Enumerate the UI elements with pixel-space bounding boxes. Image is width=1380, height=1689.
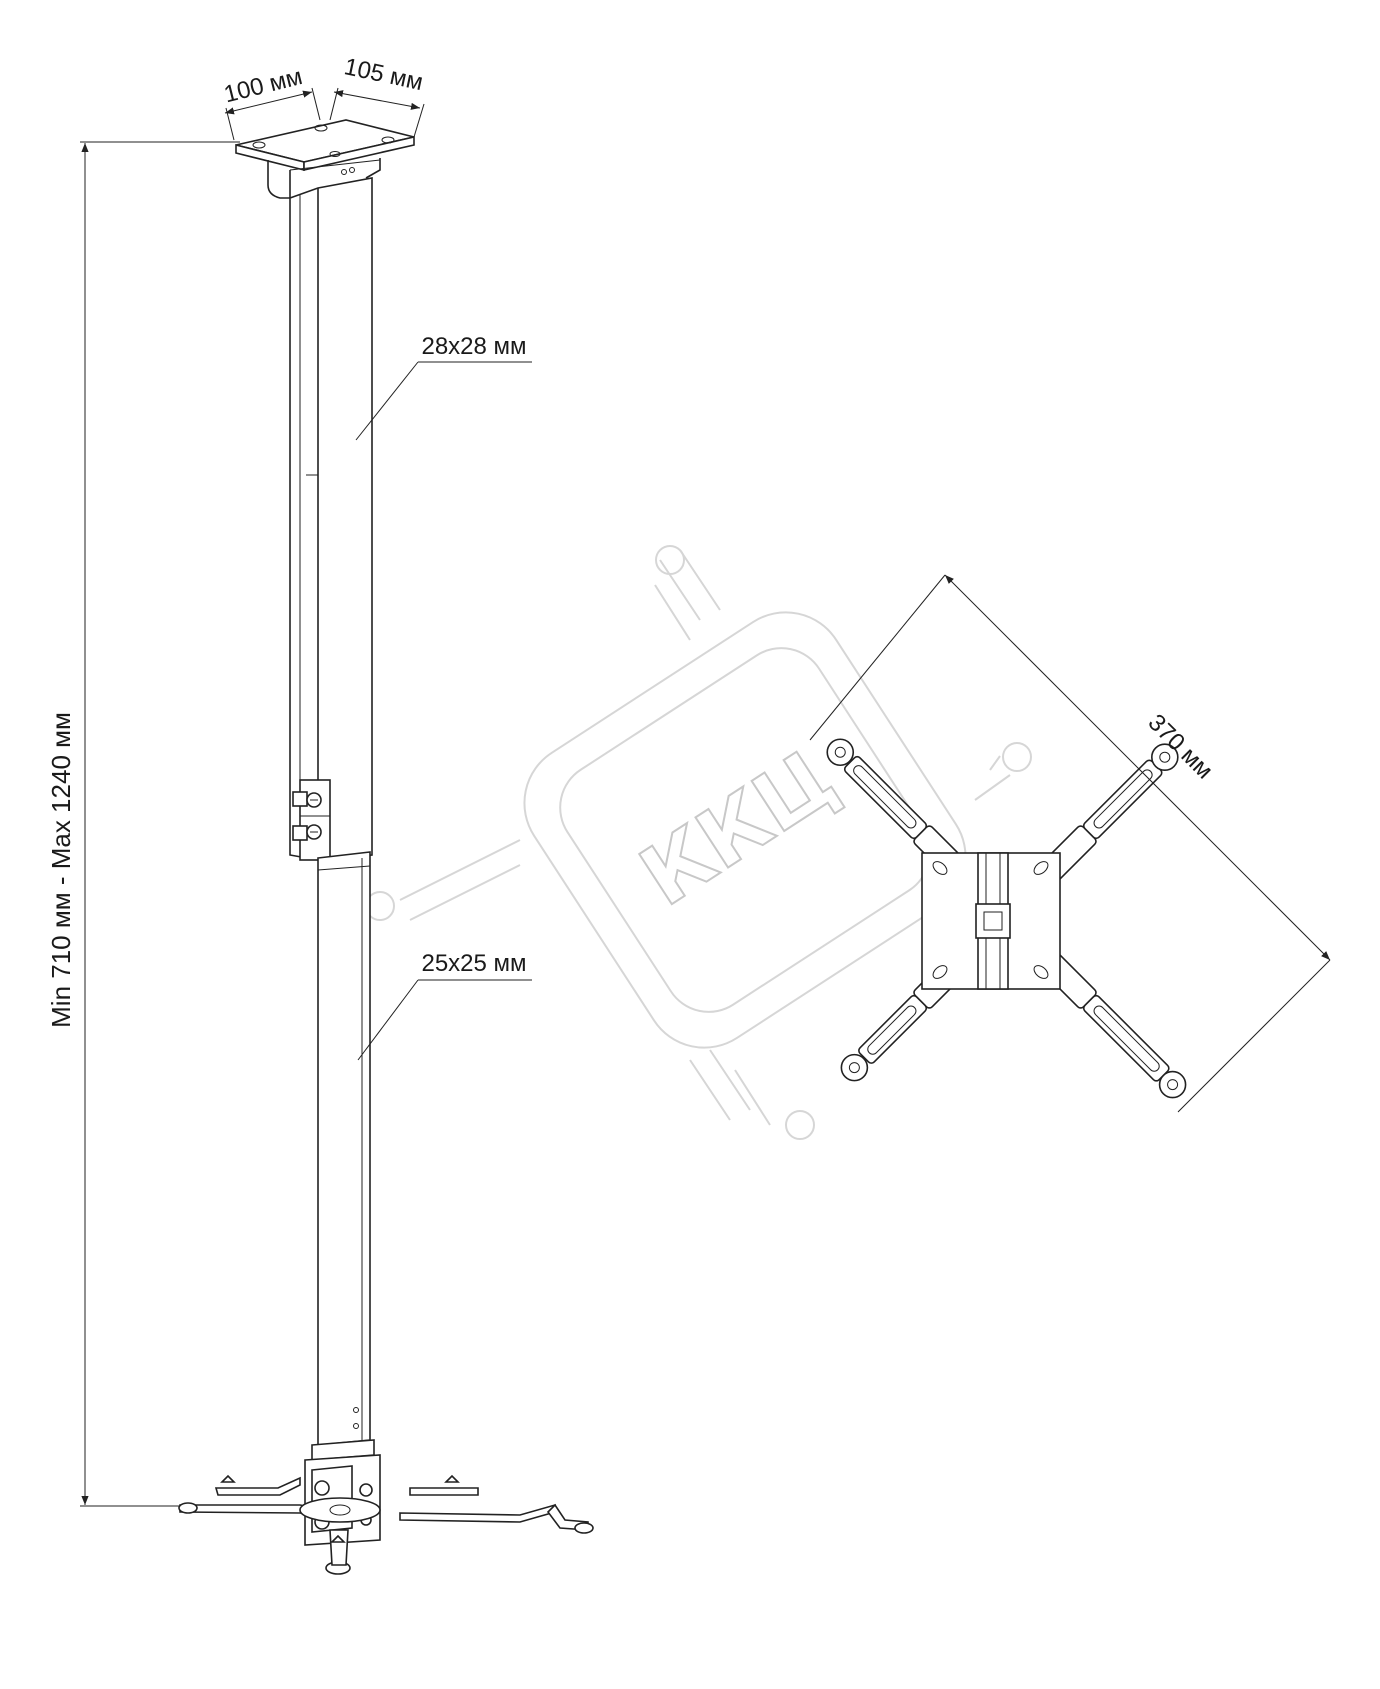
upper-tube-size-label: 28x28 мм bbox=[421, 333, 526, 360]
watermark-text: ККЦ bbox=[625, 731, 853, 925]
lower-tube bbox=[317, 851, 371, 1446]
foot-pad-icon bbox=[178, 1502, 198, 1514]
tilt-knob-icon bbox=[314, 1480, 330, 1496]
height-range-label: Min 710 мм - Max 1240 мм bbox=[46, 712, 76, 1028]
foot-pad-icon bbox=[574, 1522, 594, 1534]
spider-top-view bbox=[826, 738, 1187, 1099]
plate-depth-dimension-line bbox=[333, 90, 421, 110]
spider-base bbox=[178, 1474, 594, 1575]
height-clamp bbox=[292, 779, 331, 861]
base-arm-left-rear bbox=[214, 1476, 301, 1496]
plate-depth-label: 105 мм bbox=[342, 53, 426, 96]
plate-width-label: 100 мм bbox=[221, 63, 305, 108]
arm-foot-icon bbox=[840, 1053, 869, 1082]
plate-width-dimension-line bbox=[224, 90, 313, 115]
upper-tube bbox=[289, 167, 373, 861]
watermark-node-right bbox=[1002, 742, 1032, 772]
base-arm-right-rear bbox=[409, 1487, 479, 1496]
tube-size-leaders: 28x28 мм 25x25 мм bbox=[355, 333, 532, 1061]
arm-foot-icon bbox=[1158, 1070, 1187, 1099]
watermark-outer-frame bbox=[523, 611, 967, 1049]
watermark-node-top bbox=[655, 545, 685, 575]
watermark-node-bottom bbox=[785, 1110, 815, 1140]
lower-tube-size-label: 25x25 мм bbox=[421, 950, 526, 977]
base-arm-right-front bbox=[399, 1503, 556, 1523]
height-dimension: Min 710 мм - Max 1240 мм bbox=[46, 141, 240, 1507]
arm-foot-icon bbox=[826, 738, 855, 767]
ceiling-plate bbox=[235, 119, 415, 199]
wing-nut-icon bbox=[220, 1474, 236, 1483]
wing-nut-icon bbox=[444, 1474, 460, 1483]
watermark-inner-frame bbox=[559, 647, 931, 1013]
arm-span-dimension-line bbox=[944, 574, 1331, 961]
center-hub bbox=[975, 903, 1011, 939]
wing-nut-icon bbox=[330, 1534, 346, 1543]
